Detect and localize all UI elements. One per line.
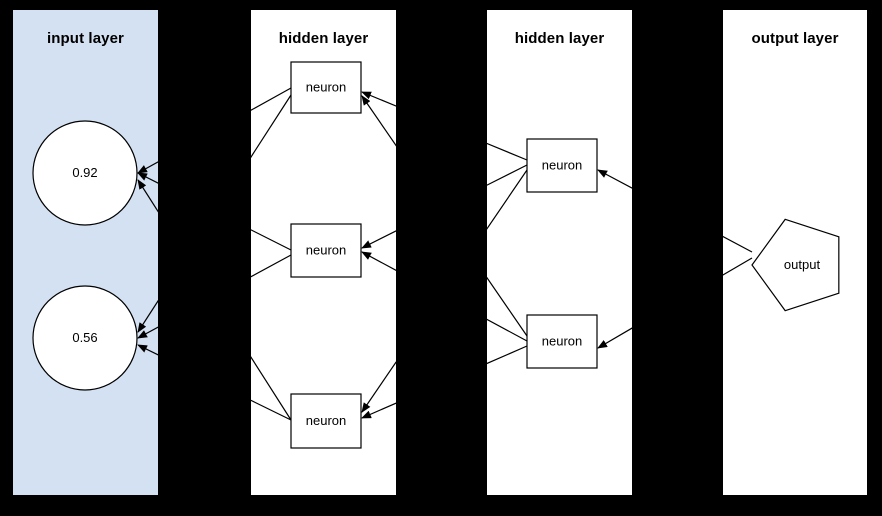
connection-edge	[251, 254, 292, 278]
layer-graphics-hidden-1: neuron neuron neuron	[251, 61, 396, 449]
connection-edge	[361, 230, 396, 249]
connection-group	[487, 142, 632, 365]
connection-edge	[487, 345, 528, 365]
node-label: 0.56	[72, 330, 97, 345]
connection-edge	[251, 87, 292, 111]
node-in-2[interactable]: 0.56	[32, 285, 138, 391]
connection-edge	[137, 161, 158, 174]
node-shape-rect	[526, 138, 598, 193]
layer-graphics-hidden-2: neuron neuron	[487, 138, 632, 369]
node-h2-2[interactable]: neuron	[526, 314, 598, 369]
node-label: neuron	[542, 158, 582, 173]
connection-edge	[137, 326, 158, 339]
connection-edge	[487, 164, 528, 186]
connection-edge	[361, 91, 396, 107]
connection-group	[723, 235, 753, 276]
node-label: 0.92	[72, 165, 97, 180]
node-label: neuron	[306, 243, 346, 258]
connection-edge	[137, 344, 158, 356]
connection-edge	[723, 257, 753, 276]
connection-edge	[251, 356, 292, 421]
node-h2-1[interactable]: neuron	[526, 138, 598, 193]
node-label: neuron	[306, 80, 346, 95]
connection-edge	[487, 169, 528, 230]
connection-edge	[487, 318, 528, 342]
node-h1-3[interactable]: neuron	[290, 393, 362, 449]
node-out-1[interactable]: output	[751, 218, 840, 312]
node-in-1[interactable]: 0.92	[32, 120, 138, 226]
connection-edge	[361, 95, 396, 147]
connection-edge	[487, 142, 528, 161]
connection-edge	[137, 299, 158, 333]
node-label: neuron	[306, 413, 346, 428]
connection-edge	[597, 327, 632, 349]
connection-edge	[137, 179, 158, 213]
layer-graphics-output: output	[723, 218, 840, 312]
connection-edge	[251, 399, 292, 421]
node-shape-circle	[32, 120, 138, 226]
connection-edge	[251, 229, 292, 251]
node-shape-rect	[526, 314, 598, 369]
connection-group	[137, 161, 158, 356]
connection-edge	[723, 235, 753, 253]
connection-edge	[251, 94, 292, 159]
node-shape-circle	[32, 285, 138, 391]
node-h1-1[interactable]: neuron	[290, 61, 362, 114]
connection-group	[251, 87, 396, 421]
node-shape-rect	[290, 223, 362, 278]
node-shape-rect	[290, 393, 362, 449]
connection-edge	[361, 251, 396, 272]
connection-edge	[361, 402, 396, 419]
node-label: neuron	[542, 334, 582, 349]
node-shape-pentagon	[751, 218, 840, 312]
layer-graphics-input: 0.92 0.56	[32, 120, 158, 391]
node-shape-rect	[290, 61, 362, 114]
connection-edge	[487, 276, 528, 337]
connection-edge	[361, 361, 396, 413]
node-h1-2[interactable]: neuron	[290, 223, 362, 278]
node-label: output	[784, 257, 821, 272]
connection-edge	[597, 169, 632, 189]
